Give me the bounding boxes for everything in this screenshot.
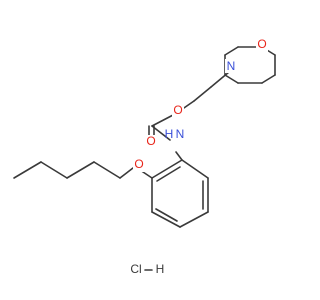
atom-hydrogen: H [165,127,174,141]
bond [119,167,134,179]
ethyl-linker [180,71,230,111]
bond [181,159,209,179]
bond [156,166,181,182]
hexyloxy-chain [13,161,153,179]
bond [151,125,171,141]
bond [151,159,183,179]
bond [40,161,68,179]
bond [224,46,239,56]
bond [93,161,121,179]
bond [224,74,239,84]
bond [179,211,209,228]
carbamate-group [148,113,176,141]
bond [155,208,178,222]
molecule-diagram: O N O O N H O Cl H [13,37,276,276]
bond [210,71,230,88]
bond [13,161,42,179]
atom-oxygen: O [134,157,143,171]
bond [175,151,183,161]
bond [151,211,181,228]
benzene-ring [151,151,209,228]
salt-chlorine: Cl [130,262,141,276]
atom-oxygen: O [146,134,155,148]
atom-labels: O N O O N H O [133,37,268,172]
hydrochloride-salt: Cl H [130,262,164,276]
bond [151,113,176,127]
bond [261,74,276,84]
bond [66,161,95,179]
atom-oxygen: O [173,103,182,117]
atom-nitrogen: N [176,127,185,141]
salt-hydrogen: H [156,262,165,276]
bond [193,86,212,102]
atom-oxygen: O [257,37,266,51]
atom-nitrogen: N [227,59,236,73]
